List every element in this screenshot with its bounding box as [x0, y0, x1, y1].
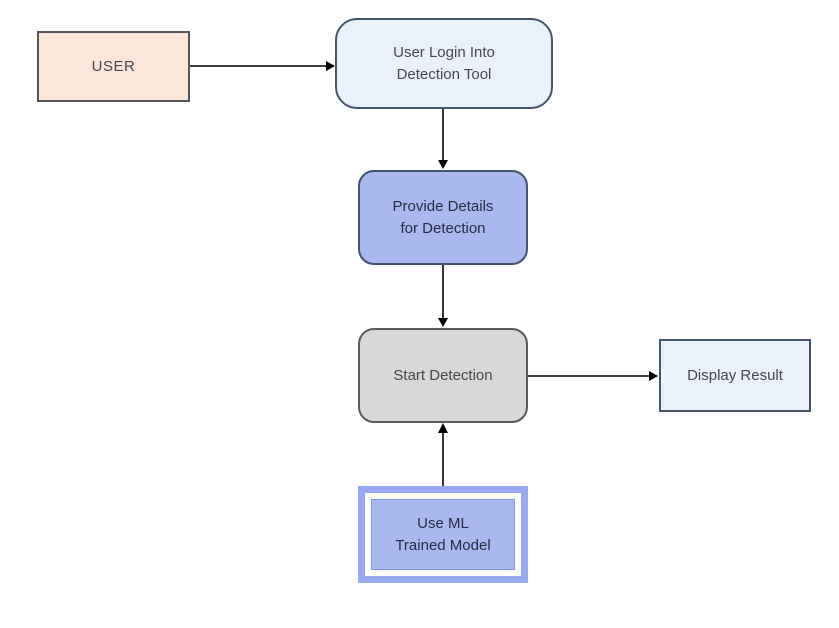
arrow-start-to-display: [528, 371, 658, 381]
arrow-ml-to-start: [438, 423, 448, 486]
node-start-detection: Start Detection: [358, 328, 528, 423]
node-user: USER: [37, 31, 190, 102]
node-display-result: Display Result: [659, 339, 811, 412]
arrow-login-to-provide: [438, 109, 448, 169]
arrow-user-to-login: [190, 61, 335, 71]
node-provide-details-for-detection: Provide Details for Detection: [358, 170, 528, 265]
node-use-ml-trained-model-inner: Use ML Trained Model: [371, 499, 515, 570]
arrow-provide-to-start: [438, 265, 448, 327]
node-user-login-into-detection-tool: User Login Into Detection Tool: [335, 18, 553, 109]
node-use-ml-trained-model: Use ML Trained Model: [358, 486, 528, 583]
